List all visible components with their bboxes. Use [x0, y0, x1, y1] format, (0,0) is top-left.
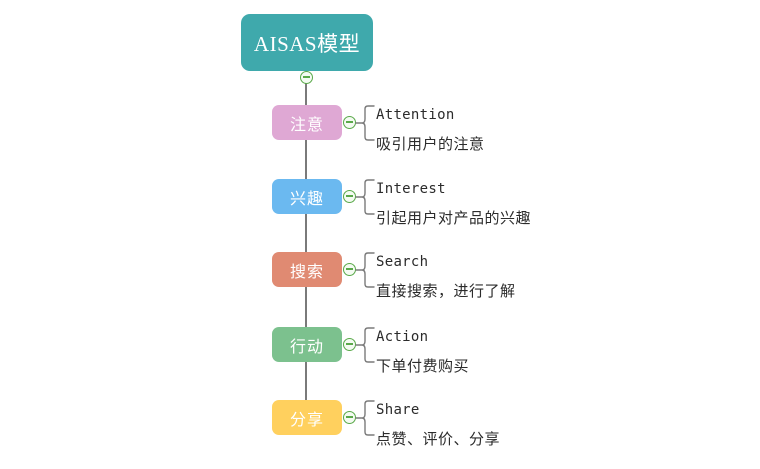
collapse-minus-icon[interactable] [343, 190, 356, 203]
root-node[interactable]: AISAS模型 [241, 14, 373, 71]
trunk-line [305, 80, 307, 418]
collapse-minus-icon[interactable] [343, 263, 356, 276]
brace-connector [355, 251, 376, 289]
branch-node-share[interactable]: 分享 [272, 400, 342, 435]
branch-label: 分享 [289, 411, 324, 429]
branch-node-attention[interactable]: 注意 [272, 105, 342, 140]
branch-node-search[interactable]: 搜索 [272, 252, 342, 287]
leaf-english-label: Attention [376, 107, 455, 123]
collapse-minus-icon[interactable] [343, 116, 356, 129]
leaf-english-label: Search [376, 254, 429, 270]
root-label-cjk: 模型 [317, 32, 361, 56]
brace-connector [355, 104, 376, 142]
branch-label: 兴趣 [289, 190, 324, 208]
branch-node-action[interactable]: 行动 [272, 327, 342, 362]
branch-label: 注意 [289, 116, 324, 134]
collapse-minus-icon[interactable] [343, 411, 356, 424]
collapse-minus-icon[interactable] [343, 338, 356, 351]
brace-connector [355, 399, 376, 437]
leaf-description-label: 直接搜索，进行了解 [376, 283, 516, 300]
root-node-label: AISAS模型 [254, 28, 360, 58]
brace-connector [355, 178, 376, 216]
root-label-latin: AISAS [253, 31, 318, 56]
leaf-english-label: Interest [376, 181, 446, 197]
leaf-english-label: Share [376, 402, 420, 418]
leaf-description-label: 下单付费购买 [376, 358, 470, 375]
branch-node-interest[interactable]: 兴趣 [272, 179, 342, 214]
collapse-minus-icon[interactable] [299, 71, 313, 84]
brace-connector [355, 326, 376, 364]
leaf-description-label: 引起用户对产品的兴趣 [376, 210, 532, 227]
leaf-description-label: 吸引用户的注意 [376, 136, 485, 153]
branch-label: 搜索 [289, 263, 324, 281]
leaf-description-label: 点赞、评价、分享 [376, 431, 501, 448]
branch-label: 行动 [289, 338, 324, 356]
leaf-english-label: Action [376, 329, 429, 345]
